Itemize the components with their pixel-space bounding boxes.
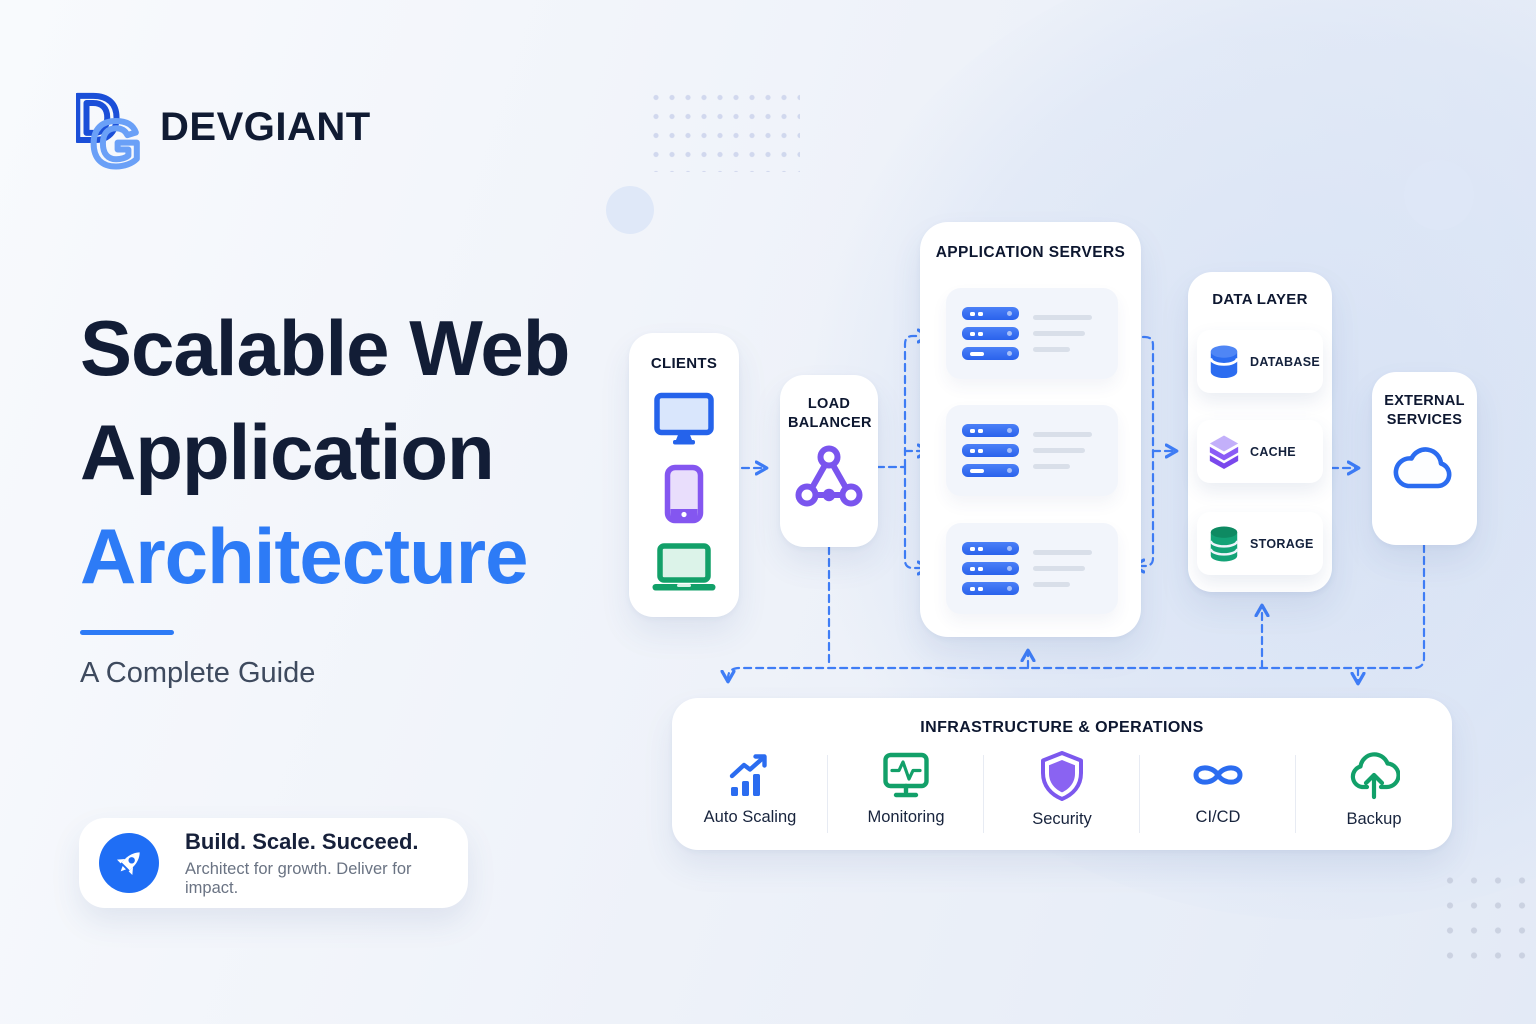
- infra-item-auto-scaling: Auto Scaling: [672, 751, 828, 833]
- external-services-title: EXTERNAL SERVICES: [1384, 393, 1465, 428]
- data-layer-title: DATA LAYER: [1212, 291, 1308, 308]
- cache-stack-icon: [1209, 434, 1239, 469]
- dot-grid-bottom-right: [1438, 868, 1536, 972]
- infra-item-backup: Backup: [1296, 751, 1452, 829]
- cloud-upload-icon: [1350, 752, 1400, 800]
- server-stack-icon: [962, 424, 1019, 477]
- infra-item-cicd: CI/CD: [1140, 751, 1296, 833]
- data-item-label: CACHE: [1250, 444, 1296, 459]
- load-balancer-box: LOAD BALANCER: [780, 375, 878, 547]
- devgiant-monogram-icon: D G: [76, 84, 144, 170]
- badge-circle: [99, 833, 159, 893]
- brand-name: DEVGIANT: [160, 104, 371, 149]
- app-servers-box: APPLICATION SERVERS: [920, 222, 1141, 637]
- tagline-badge: Build. Scale. Succeed. Architect for gro…: [79, 818, 468, 908]
- infra-item-label: CI/CD: [1195, 808, 1241, 826]
- infra-item-security: Security: [984, 751, 1140, 833]
- svg-text:G: G: [91, 108, 141, 170]
- clients-title: CLIENTS: [650, 355, 718, 372]
- server-card-3: [946, 523, 1118, 614]
- server-stack-icon: [962, 542, 1019, 595]
- background-circle-right: [1404, 160, 1474, 230]
- data-item-label: STORAGE: [1250, 536, 1314, 551]
- infinity-icon: [1193, 765, 1243, 785]
- dot-grid-top: [648, 88, 800, 172]
- hero-title-line-2: Application: [80, 408, 495, 496]
- infrastructure-title: INFRASTRUCTURE & OPERATIONS: [920, 719, 1204, 736]
- smartphone-icon: [664, 464, 704, 524]
- data-item-storage: STORAGE: [1197, 512, 1323, 575]
- server-text-lines: [1033, 550, 1092, 587]
- badge-subtitle: Architect for growth. Deliver for impact…: [185, 859, 412, 897]
- storage-discs-icon: [1209, 526, 1239, 561]
- clients-box: CLIENTS: [629, 333, 739, 617]
- data-item-cache: CACHE: [1197, 420, 1323, 483]
- hero-subtitle: A Complete Guide: [80, 657, 316, 689]
- desktop-icon: [654, 392, 714, 445]
- laptop-icon: [652, 543, 716, 591]
- hero-title-line-1: Scalable Web: [80, 304, 570, 392]
- server-stack-icon: [962, 307, 1019, 360]
- shield-icon: [1041, 751, 1083, 801]
- data-item-label: DATABASE: [1250, 354, 1320, 369]
- monitor-pulse-icon: [883, 752, 929, 798]
- logo: D G DEVGIANT: [76, 84, 371, 170]
- infra-item-label: Auto Scaling: [703, 808, 797, 826]
- cloud-icon: [1393, 447, 1451, 489]
- data-item-database: DATABASE: [1197, 330, 1323, 393]
- growth-chart-icon: [729, 754, 767, 796]
- hero: Scalable Web Application Architecture A …: [80, 296, 570, 690]
- server-text-lines: [1033, 432, 1092, 469]
- hero-title-line-3: Architecture: [80, 512, 528, 600]
- data-layer-box: DATA LAYER DATABASE CACHE: [1188, 272, 1332, 592]
- infra-item-label: Backup: [1346, 810, 1402, 828]
- infra-item-monitoring: Monitoring: [828, 751, 984, 833]
- infra-item-label: Monitoring: [867, 808, 945, 826]
- svg-text:D: D: [76, 84, 119, 154]
- app-servers-title: APPLICATION SERVERS: [935, 244, 1126, 261]
- external-services-box: EXTERNAL SERVICES: [1372, 372, 1477, 545]
- server-card-1: [946, 288, 1118, 379]
- title-underline: [80, 630, 174, 635]
- rocket-icon: [116, 852, 140, 876]
- database-cylinder-icon: [1209, 344, 1239, 378]
- server-text-lines: [1033, 315, 1092, 352]
- infrastructure-box: INFRASTRUCTURE & OPERATIONS Auto Scaling: [672, 698, 1452, 850]
- badge-title: Build. Scale. Succeed.: [185, 828, 419, 854]
- background-circle: [606, 186, 654, 234]
- load-balancer-title: LOAD BALANCER: [788, 396, 872, 431]
- infra-item-label: Security: [1032, 810, 1092, 828]
- server-card-2: [946, 405, 1118, 496]
- network-nodes-icon: [795, 445, 863, 507]
